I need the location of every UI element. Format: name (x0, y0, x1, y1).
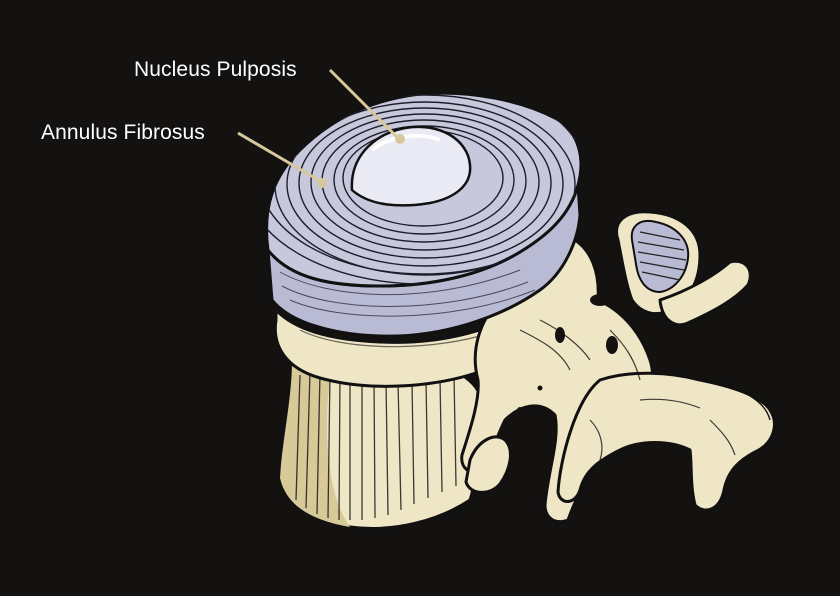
nucleus-leader-line (328, 68, 400, 140)
nucleus-pulposis-label: Nucleus Pulposis (134, 58, 297, 81)
posterior-elements (460, 210, 776, 524)
annulus-fibrosus-label: Annulus Fibrosus (41, 121, 205, 144)
annulus-leader-line (237, 131, 321, 183)
vertebral-body (278, 352, 482, 530)
disc-side-hatching (279, 269, 536, 317)
annulus-leader-dot (317, 178, 327, 188)
leader-lines (237, 68, 405, 188)
nucleus-pulposus (350, 125, 472, 207)
nucleus-leader-dot (395, 134, 405, 144)
